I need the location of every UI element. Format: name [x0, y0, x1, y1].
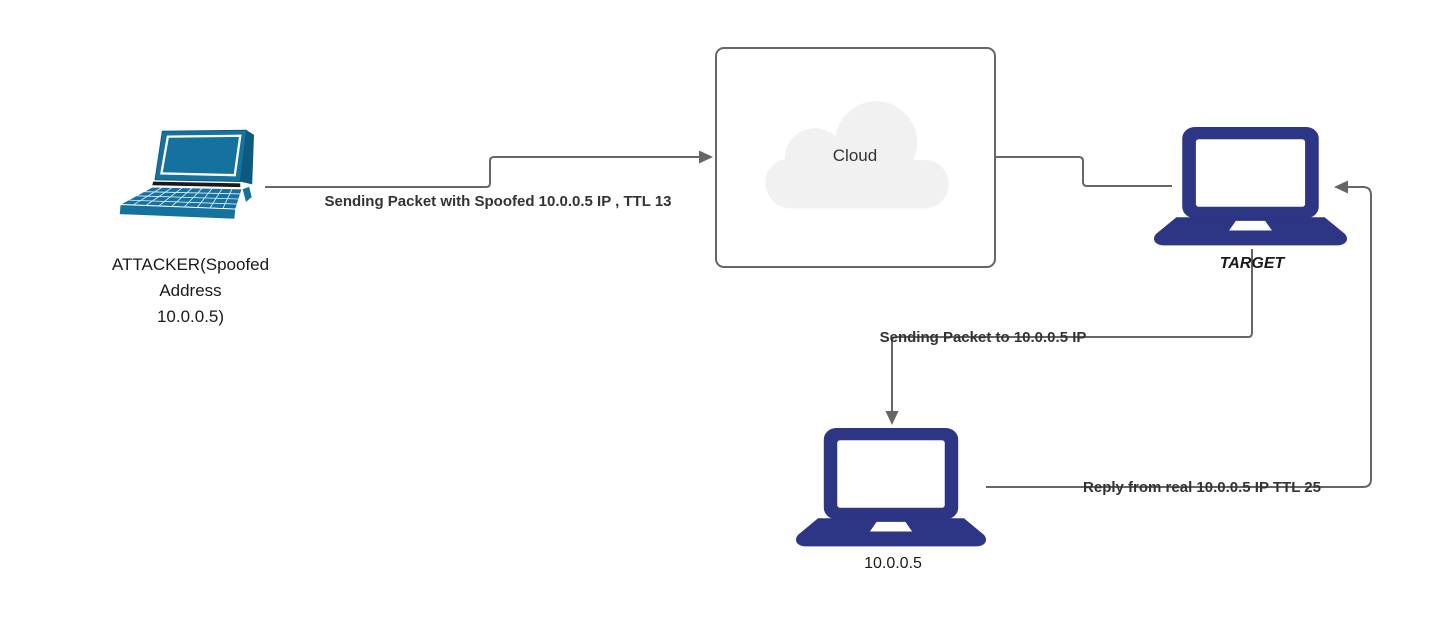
attacker-label: ATTACKER(Spoofed Address 10.0.0.5) — [111, 255, 270, 326]
real-host-laptop-icon — [795, 428, 987, 547]
edge-label-reply: Reply from real 10.0.0.5 IP TTL 25 — [1083, 479, 1321, 496]
edge-label-spoofed-packet: Sending Packet with Spoofed 10.0.0.5 IP … — [324, 193, 672, 210]
edge-attacker-to-cloud — [265, 156, 699, 188]
cloud-icon — [765, 101, 949, 209]
attacker-laptop-icon — [118, 129, 254, 220]
target-laptop-icon — [1153, 127, 1348, 246]
arrowhead-down-icon — [885, 411, 899, 425]
real-host-label: 10.0.0.5 — [864, 555, 922, 572]
arrowhead-right-icon — [699, 150, 713, 164]
cloud-label: Cloud — [832, 146, 878, 165]
edge-cloud-to-target — [996, 156, 1172, 187]
target-label: TARGET — [1219, 255, 1285, 272]
edge-label-sending-packet: Sending Packet to 10.0.0.5 IP — [879, 329, 1087, 346]
